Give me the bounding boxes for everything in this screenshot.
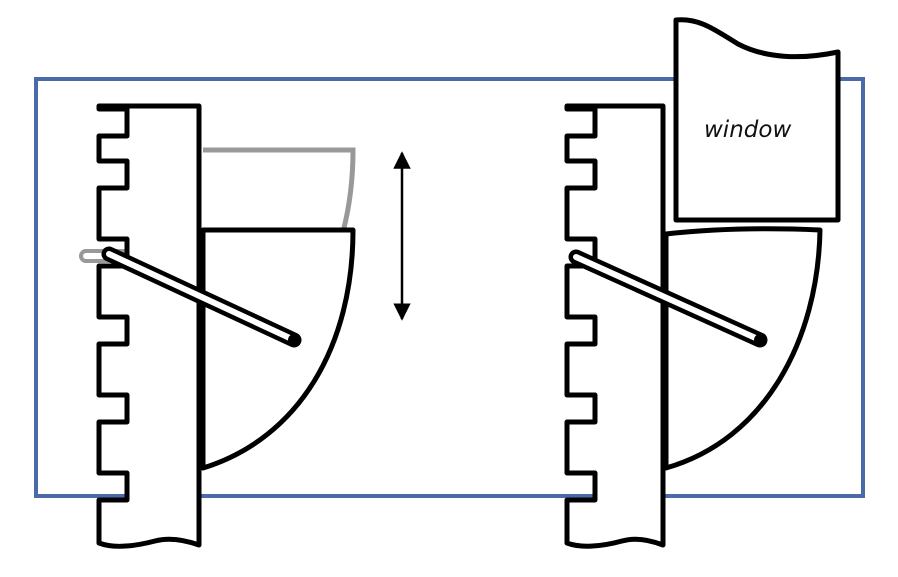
window-pane (673, 17, 841, 223)
window-label: window (704, 117, 791, 143)
left-assembly (79, 103, 411, 549)
right-pivot-pin (754, 334, 766, 346)
right-notched-rack (564, 103, 666, 549)
enclosure-frame (34, 77, 865, 498)
left-pivot-pin (288, 334, 300, 346)
left-notched-rack (96, 103, 202, 549)
right-guide (663, 226, 823, 471)
left-guide (200, 227, 356, 471)
right-assembly: window (564, 17, 841, 549)
